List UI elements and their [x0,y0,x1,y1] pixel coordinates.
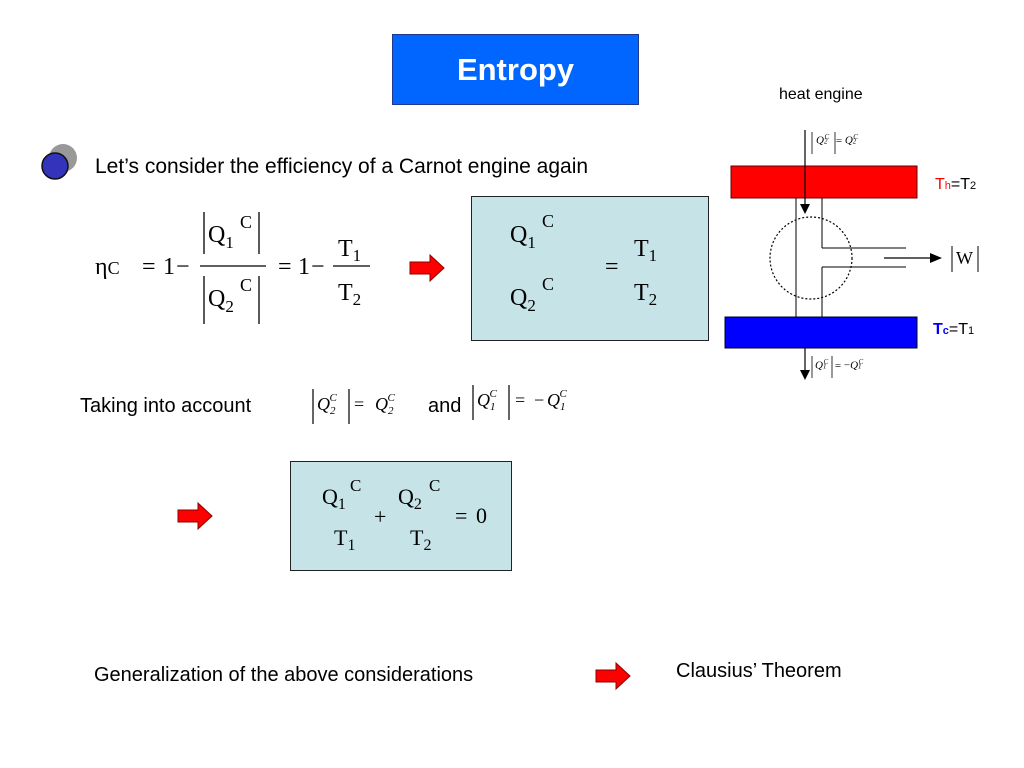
minus-sign: − [534,390,545,410]
q1-abs-expression: Q1C [477,388,497,413]
q2-denominator: Q2 [510,285,536,315]
equals-sign: = [605,254,619,280]
zero: 0 [476,503,487,528]
q1-numerator: Q1 [510,222,536,252]
q1-expression: Q1C [547,388,567,413]
number-one: 1 [163,254,175,280]
q2-numerator: Q2 [398,484,422,513]
equals-sign: = [354,394,365,414]
generalization-text: Generalization of the above consideratio… [94,664,474,686]
q2-sup: C [240,275,253,295]
q2-sup: C [542,274,555,294]
number-one: 1 [298,254,310,280]
q2-denominator: Q2 [208,286,234,316]
taking-lines [312,385,510,424]
q1-sup: C [240,212,253,232]
t2-denominator: T2 [338,280,362,309]
hot-heat-label: Q2C = Q2C [816,133,858,147]
arrow-right-icon [930,253,942,263]
equals-sign: = [455,503,468,528]
minus-sign: − [176,254,190,280]
t1-numerator: T1 [338,236,362,265]
t2-denominator: T2 [634,280,658,309]
work-label: W [956,248,973,268]
q1-sup: C [542,211,555,231]
clausius-text: Clausius’ Theorem [676,660,842,682]
t2-denominator: T2 [410,525,432,554]
q2-abs-expression: Q2C [317,392,337,417]
arrow-down-icon [800,204,810,214]
bullet-text: Let’s consider the efficiency of a Carno… [95,155,589,178]
cold-reservoir [724,316,918,349]
engine-cycle [769,216,853,300]
hot-reservoir [730,165,918,199]
title-box: Entropy [392,34,639,105]
formula-box-sum [290,461,512,571]
arrow-right-icon [595,661,631,691]
plus-sign: + [374,504,387,529]
arrow-right-icon [409,253,445,283]
heat-engine-diagram [724,130,979,380]
arrow-down-icon [800,370,810,380]
q2-expression: Q2C [375,392,395,417]
t1-denominator: T1 [334,525,356,554]
equals-sign: = [515,390,526,410]
formula-box-ratio [471,196,709,341]
equals-sign: = [142,254,156,280]
t1-numerator: T1 [634,236,658,265]
equals-sign: = [278,254,292,280]
q1-sup: C [350,476,362,495]
eta-symbol: ηC [95,254,120,280]
formula1-lines [200,212,370,324]
minus-sign: − [311,254,325,280]
cold-heat-label: Q1C = −Q1C [815,358,864,372]
heat-engine-label: heat engine [779,86,863,103]
taking-text: Taking into account [80,395,252,417]
page-title: Entropy [456,51,575,87]
q2-sup: C [429,476,441,495]
q1-numerator: Q1 [322,484,346,513]
hot-temperature-label: Th=T2 [935,176,977,193]
arrow-right-icon [177,501,213,531]
and-text: and [428,395,462,417]
q1-numerator: Q1 [208,222,234,252]
bullet-icon [41,152,69,180]
cold-temperature-label: Tc=T1 [933,321,975,338]
